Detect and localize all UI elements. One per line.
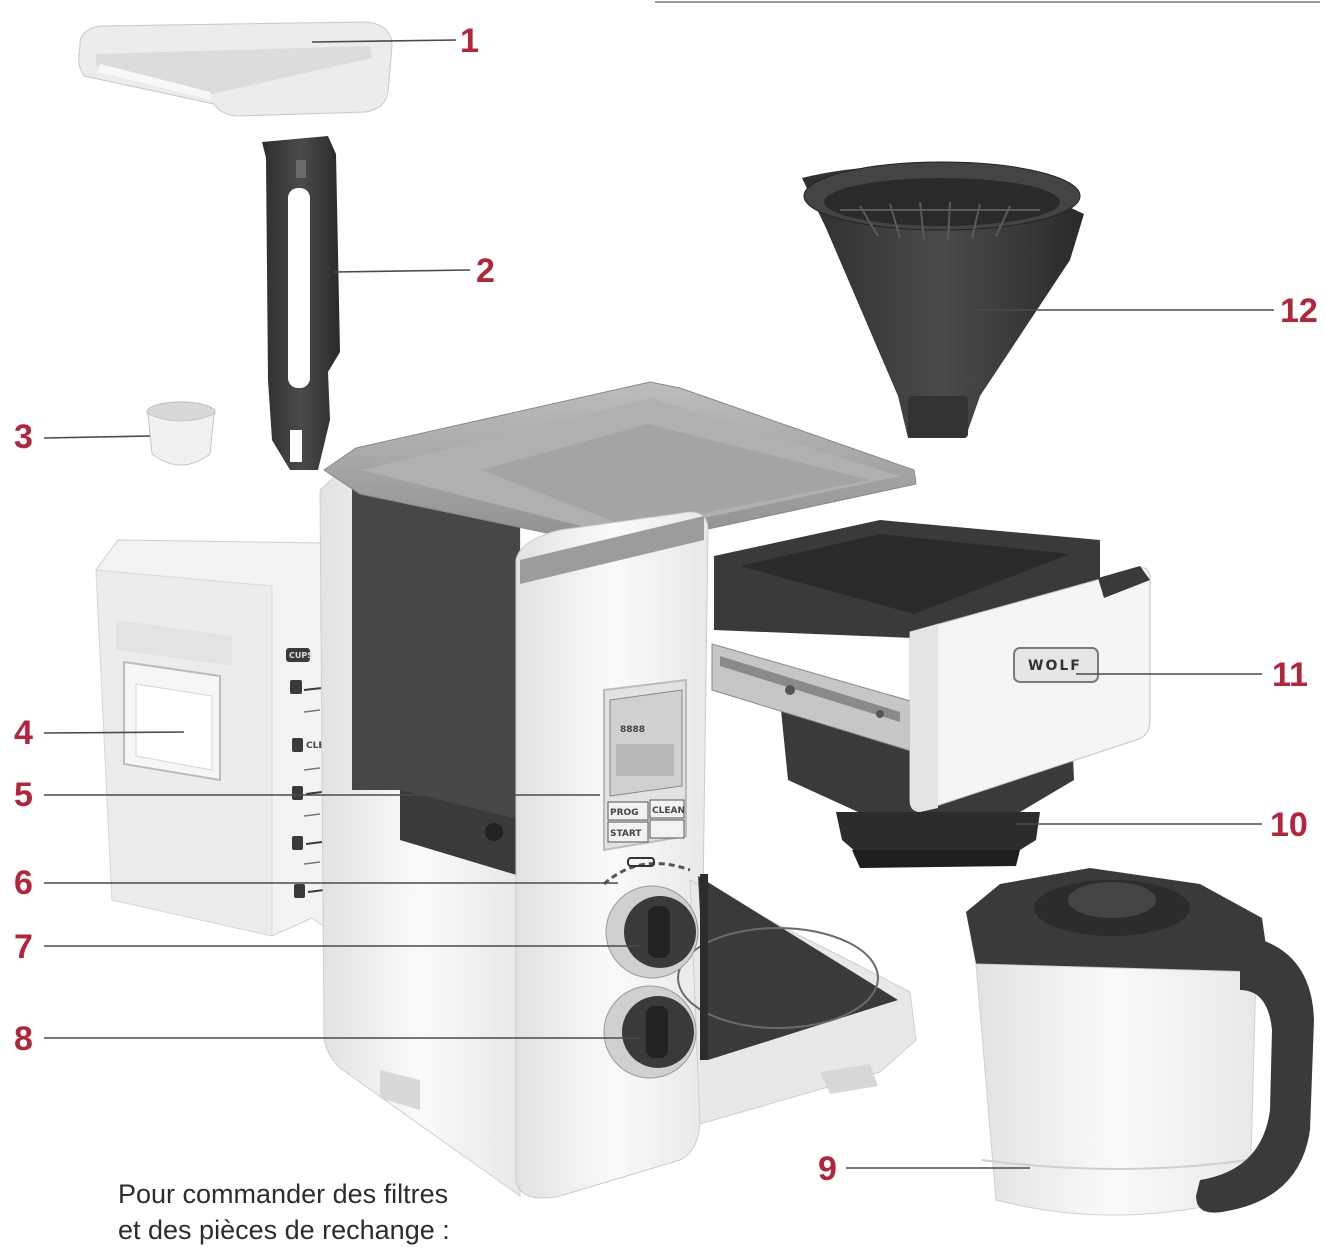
part-basket-base	[836, 812, 1040, 868]
part-thermal-carafe	[966, 868, 1314, 1216]
callout-1: 1	[460, 22, 479, 60]
callout-10: 10	[1270, 806, 1308, 844]
callout-8: 8	[14, 1020, 33, 1058]
callout-2: 2	[476, 252, 495, 290]
part-cone-filter	[802, 161, 1084, 438]
display-digits: 8888	[620, 725, 645, 735]
callout-7: 7	[14, 928, 33, 966]
part-brew-knob	[605, 885, 699, 979]
callout-6: 6	[14, 864, 33, 902]
leader-3	[43, 435, 151, 439]
part-power-knob	[603, 985, 697, 1079]
order-parts-note-line1: Pour commander des filtres	[118, 1179, 449, 1209]
leader-1	[311, 39, 457, 43]
order-parts-note: Pour commander des filtres et des pièces…	[118, 1176, 450, 1248]
callout-4: 4	[14, 714, 33, 752]
part-small-cup	[146, 401, 216, 466]
leader-4	[43, 731, 185, 734]
part-water-tube	[262, 136, 340, 470]
order-parts-note-line2: et des pièces de rechange :	[118, 1215, 450, 1245]
part-selector-ring	[603, 857, 691, 886]
callout-9: 9	[818, 1150, 837, 1188]
part-reservoir-lid	[78, 21, 393, 117]
display-start-label: START	[610, 829, 642, 839]
part-control-display: 8888 PROG CLEAN START	[603, 678, 687, 852]
display-prog-label: PROG	[610, 808, 639, 818]
callout-11: 11	[1272, 656, 1308, 694]
callout-3: 3	[14, 418, 33, 456]
callout-12: 12	[1280, 292, 1318, 330]
reservoir-cups-label: CUPS	[289, 651, 313, 660]
callout-5: 5	[14, 776, 33, 814]
part-brew-basket-drawer: WOLF	[711, 520, 1151, 822]
drawer-brand-logo: WOLF	[1028, 658, 1082, 674]
leader-2	[333, 269, 471, 273]
display-clean-label: CLEAN	[652, 806, 685, 816]
